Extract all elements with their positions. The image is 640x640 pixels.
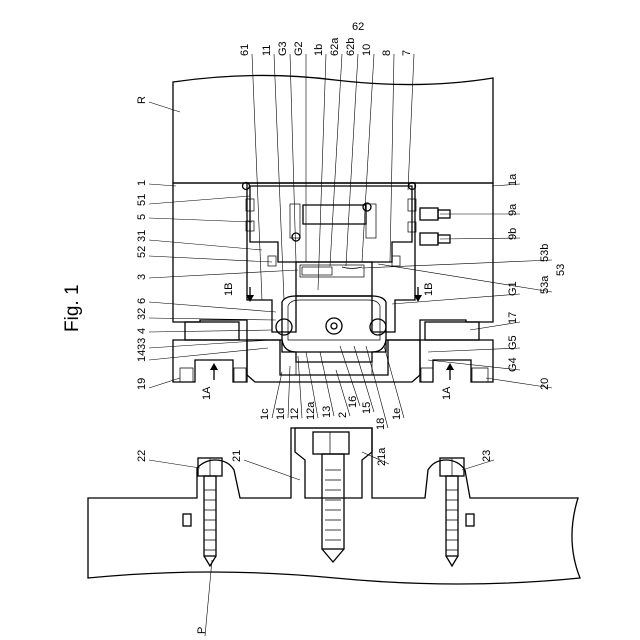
reference-numeral: 7 xyxy=(401,50,413,56)
reference-numeral: 9a xyxy=(507,203,519,216)
reference-numeral: 62 xyxy=(352,21,364,33)
reference-numeral: 12a xyxy=(305,401,317,420)
reference-numeral: 18 xyxy=(375,418,387,430)
reference-numeral: 19 xyxy=(136,378,148,390)
reference-numeral: 32 xyxy=(136,308,148,320)
clamp-head-13 xyxy=(276,296,386,352)
leader-line xyxy=(149,196,250,204)
leader-line xyxy=(252,54,262,300)
reference-numeral: 1B xyxy=(423,283,435,296)
reference-numeral: 15 xyxy=(361,402,373,414)
leader-line xyxy=(330,54,342,266)
reference-numeral: 22 xyxy=(136,450,148,462)
reference-labels: R11a5159a9b3152353b5353a1B1BG16324331419… xyxy=(136,21,567,634)
reference-numeral: 21a xyxy=(376,447,388,466)
leader-line xyxy=(378,264,552,292)
leader-line xyxy=(290,54,296,262)
leader-line xyxy=(149,302,276,312)
reference-numeral: G5 xyxy=(507,335,519,350)
reference-numeral: G4 xyxy=(507,357,519,372)
reference-numeral: 14 xyxy=(136,350,148,362)
leader-line xyxy=(336,370,350,416)
reference-numeral: G3 xyxy=(277,41,289,56)
reference-numeral: 52 xyxy=(136,246,148,258)
leader-line xyxy=(274,54,284,300)
reference-numeral: 16 xyxy=(347,396,359,408)
bolt-23 xyxy=(440,458,474,566)
leader-line xyxy=(149,340,270,348)
reference-numeral: 62a xyxy=(329,37,341,56)
reference-numeral: 6 xyxy=(136,298,148,304)
reference-numeral: 20 xyxy=(539,378,551,390)
reference-numeral: 1b xyxy=(313,44,325,56)
reference-numeral: 61 xyxy=(239,44,251,56)
leader-line xyxy=(149,348,268,360)
reference-numeral: 2 xyxy=(337,412,349,418)
reference-numeral: 5 xyxy=(136,214,148,220)
leader-line xyxy=(149,184,176,186)
reference-numeral: 9b xyxy=(507,228,519,240)
leader-line xyxy=(390,54,394,262)
reference-numeral: 10 xyxy=(361,44,373,56)
reference-numeral: 1 xyxy=(136,180,148,186)
reference-numeral: 53a xyxy=(539,275,551,294)
reference-numeral: 33 xyxy=(136,338,148,350)
reference-numeral: P xyxy=(196,627,208,634)
leader-line xyxy=(149,256,272,262)
reference-numeral: 1a xyxy=(507,173,519,186)
leader-line xyxy=(346,54,358,266)
figure-title: Fig. 1 xyxy=(62,284,83,332)
reference-numeral: 1B xyxy=(223,283,235,296)
leader-line xyxy=(408,54,414,190)
reference-numeral: 17 xyxy=(507,312,519,324)
reference-numeral: 31 xyxy=(136,230,148,242)
reference-numeral: 1c xyxy=(259,408,271,420)
leader-line xyxy=(149,330,272,332)
reference-numeral: R xyxy=(136,96,148,104)
bolt-22 xyxy=(183,458,222,566)
leader-line xyxy=(149,270,298,278)
reference-numeral: 1A xyxy=(201,386,213,400)
leader-line xyxy=(362,260,552,268)
reference-numeral: 51 xyxy=(136,194,148,206)
reference-numeral: 3 xyxy=(136,274,148,280)
leader-line xyxy=(149,102,180,112)
leader-line xyxy=(149,460,200,468)
reference-numeral: 1d xyxy=(275,408,287,420)
member-r xyxy=(173,75,493,183)
reference-numeral: G1 xyxy=(507,281,519,296)
clamp-stud-21 xyxy=(295,428,372,562)
reference-numeral: 21 xyxy=(231,450,243,462)
leader-line xyxy=(149,240,262,250)
reference-numeral: 4 xyxy=(136,328,148,334)
reference-numeral: 53b xyxy=(539,244,551,262)
leader-line xyxy=(366,346,388,428)
leader-line xyxy=(149,378,180,388)
reference-numeral: 11 xyxy=(261,45,273,56)
collar-12 xyxy=(247,340,420,382)
reference-numeral: 23 xyxy=(481,450,493,462)
reference-numeral: 8 xyxy=(381,50,393,56)
reference-numeral: 13 xyxy=(321,406,333,418)
reference-numeral: 1e xyxy=(391,408,403,420)
leader-line xyxy=(318,54,326,290)
piston-rod-3 xyxy=(296,262,372,296)
leader-line xyxy=(149,218,252,222)
reference-numeral: 1A xyxy=(441,386,453,400)
reference-numeral: 62b xyxy=(345,38,357,56)
reference-numeral: 53 xyxy=(555,264,567,276)
reference-numeral: 12 xyxy=(289,408,301,420)
leader-line xyxy=(362,54,374,262)
leader-line xyxy=(392,294,520,304)
reference-numeral: G2 xyxy=(293,41,305,56)
